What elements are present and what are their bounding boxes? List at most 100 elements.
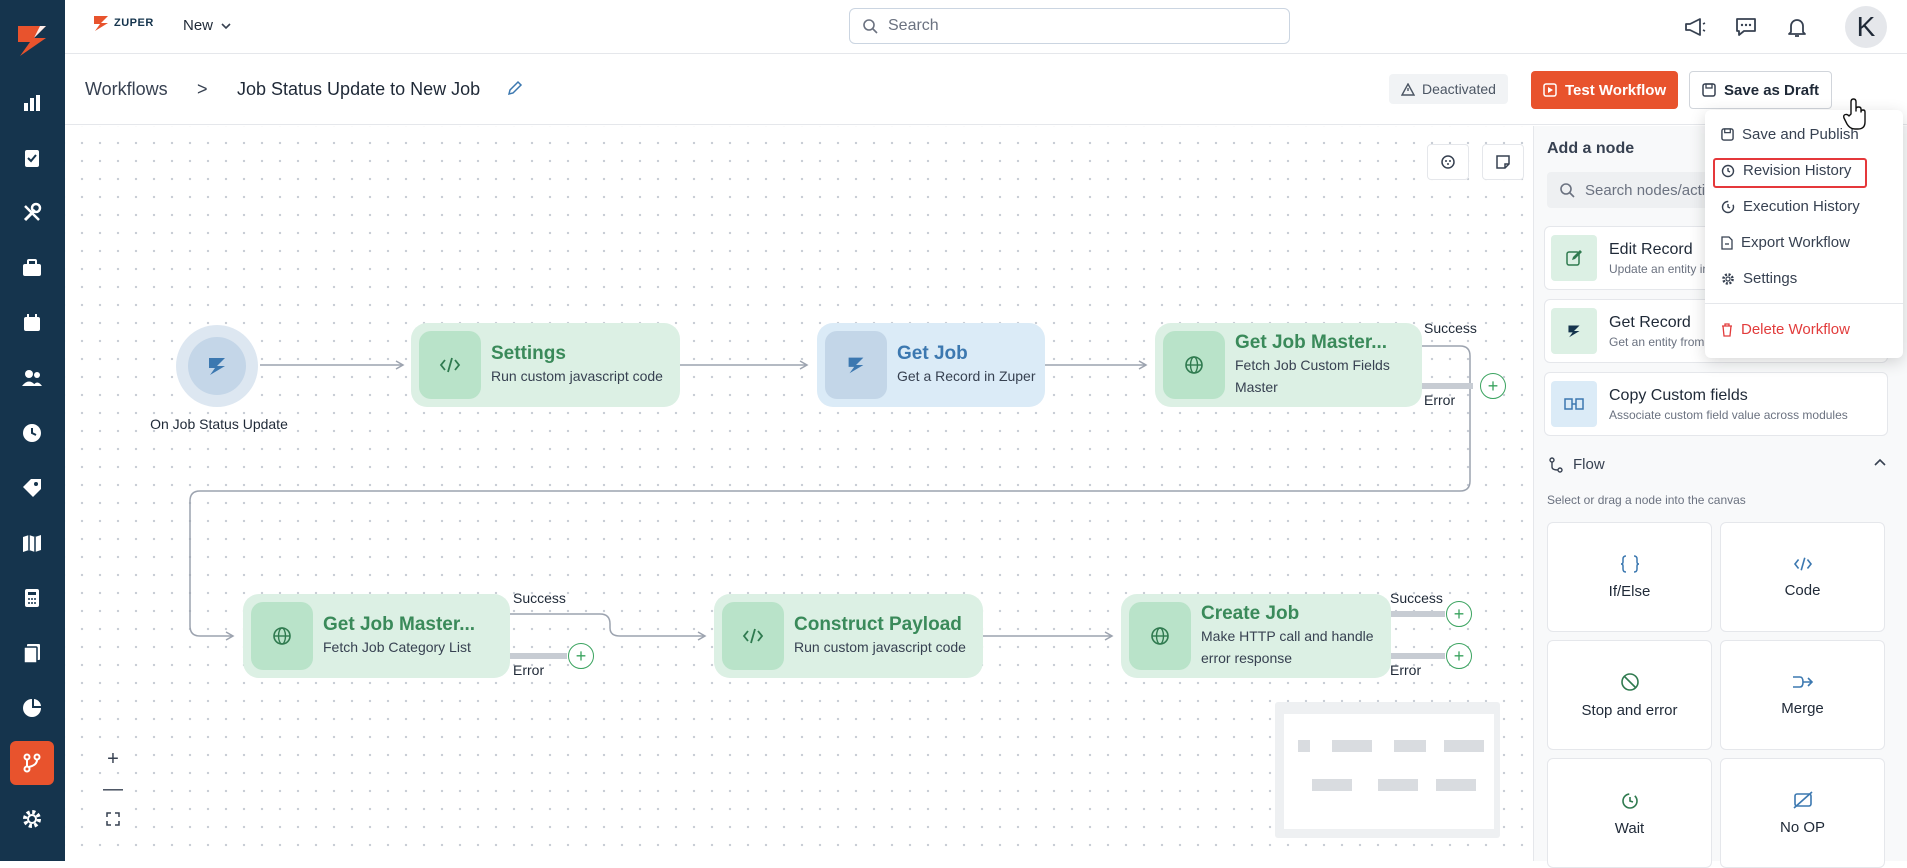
merge-icon xyxy=(1792,675,1813,688)
zoom-controls: + — xyxy=(95,746,131,832)
add-node-plus-icon[interactable]: + xyxy=(1480,373,1506,399)
flow-if-else[interactable]: If/Else xyxy=(1547,522,1712,632)
user-avatar[interactable]: K xyxy=(1845,6,1887,48)
chat-icon[interactable] xyxy=(1732,13,1760,41)
edit-icon xyxy=(1566,250,1582,266)
breadcrumb-workflows[interactable]: Workflows xyxy=(85,79,168,99)
node-subtitle: Make HTTP call and handle error response xyxy=(1201,628,1374,666)
menu-label: Export Workflow xyxy=(1741,234,1850,251)
sticky-note-button[interactable] xyxy=(1482,144,1524,180)
new-dropdown[interactable]: New xyxy=(183,17,231,34)
briefcase-icon[interactable] xyxy=(10,246,54,290)
documents-icon[interactable] xyxy=(10,631,54,675)
global-search[interactable] xyxy=(849,8,1290,44)
trigger-label: On Job Status Update xyxy=(150,416,288,432)
edge-label-error: Error xyxy=(1424,392,1456,408)
reset-view-button[interactable] xyxy=(1427,144,1469,180)
menu-execution-history[interactable]: Execution History xyxy=(1721,198,1860,215)
zuper-icon xyxy=(848,357,864,374)
status-label: Deactivated xyxy=(1422,81,1496,97)
users-icon[interactable] xyxy=(10,356,54,400)
gear-icon xyxy=(1722,272,1734,285)
flow-merge[interactable]: Merge xyxy=(1720,640,1885,750)
megaphone-icon[interactable] xyxy=(1681,13,1709,41)
menu-save-and-publish[interactable]: Save and Publish xyxy=(1721,126,1859,143)
status-badge: Deactivated xyxy=(1389,74,1508,104)
edge-category-payload xyxy=(510,613,705,637)
zoom-out-button[interactable]: — xyxy=(95,776,131,802)
zuper-logo[interactable] xyxy=(10,18,54,62)
menu-label: Settings xyxy=(1743,270,1798,287)
chevron-up-icon[interactable] xyxy=(1874,458,1886,466)
save-icon xyxy=(1721,128,1734,141)
flow-header[interactable]: Flow xyxy=(1548,456,1605,473)
action-title: Edit Record xyxy=(1609,240,1693,258)
node-subtitle: Fetch Job Custom Fields Master xyxy=(1235,357,1390,395)
flow-label: Stop and error xyxy=(1581,701,1678,719)
menu-label: Execution History xyxy=(1743,198,1860,215)
top-bar: ZUPER New K xyxy=(65,0,1907,54)
calendar-icon[interactable] xyxy=(10,301,54,345)
clock-icon[interactable] xyxy=(10,411,54,455)
calculator-icon[interactable] xyxy=(10,576,54,620)
zoom-in-button[interactable]: + xyxy=(95,746,131,772)
workflow-icon[interactable] xyxy=(10,741,54,785)
edge-label-success: Success xyxy=(513,590,566,606)
node-title: Get Job Master... xyxy=(1235,332,1388,353)
panel-title: Add a node xyxy=(1547,140,1635,157)
menu-export-workflow[interactable]: Export Workflow xyxy=(1721,234,1850,251)
add-node-plus-icon[interactable]: + xyxy=(568,643,594,669)
bell-icon[interactable] xyxy=(1783,13,1811,41)
search-icon xyxy=(1560,183,1575,198)
save-as-draft-button[interactable]: Save as Draft xyxy=(1689,71,1833,109)
workflow-header: Workflows > Job Status Update to New Job… xyxy=(65,55,1907,125)
node-get-job-master-fields[interactable]: Get Job Master... Fetch Job Custom Fields… xyxy=(1155,323,1422,407)
fullscreen-icon xyxy=(106,812,120,826)
minimap[interactable] xyxy=(1275,702,1500,838)
node-get-job-master-category[interactable]: Get Job Master...Fetch Job Category List xyxy=(243,594,510,678)
settings-icon[interactable] xyxy=(10,797,54,841)
reports-icon[interactable] xyxy=(10,81,54,125)
flow-wait[interactable]: Wait xyxy=(1547,758,1712,868)
test-workflow-button[interactable]: Test Workflow xyxy=(1531,71,1679,109)
history-icon xyxy=(1721,164,1735,177)
menu-settings[interactable]: Settings xyxy=(1721,270,1797,287)
menu-revision-history[interactable]: Revision History xyxy=(1721,162,1851,179)
brand-logo[interactable]: ZUPER xyxy=(91,13,154,33)
menu-label: Save and Publish xyxy=(1742,126,1859,143)
jobs-icon[interactable] xyxy=(10,136,54,180)
map-icon[interactable] xyxy=(10,521,54,565)
note-icon xyxy=(1496,155,1510,169)
trigger-node[interactable] xyxy=(176,325,258,407)
menu-delete-workflow[interactable]: Delete Workflow xyxy=(1721,321,1850,338)
node-title: Create Job xyxy=(1201,603,1300,624)
flow-label: Code xyxy=(1784,581,1821,599)
pie-chart-icon[interactable] xyxy=(10,686,54,730)
tag-icon[interactable] xyxy=(10,466,54,510)
edge-label-error: Error xyxy=(513,662,545,678)
search-input[interactable] xyxy=(888,17,1268,35)
node-title: Get Job xyxy=(897,343,968,364)
add-node-plus-icon[interactable]: + xyxy=(1446,601,1472,627)
timer-icon xyxy=(1621,792,1638,809)
flow-stop-and-error[interactable]: Stop and error xyxy=(1547,640,1712,750)
flow-code[interactable]: Code xyxy=(1720,522,1885,632)
tools-icon[interactable] xyxy=(10,191,54,235)
edge-label-success: Success xyxy=(1424,320,1477,336)
new-label: New xyxy=(183,17,214,34)
node-subtitle: Fetch Job Category List xyxy=(323,639,471,655)
add-node-plus-icon[interactable]: + xyxy=(1446,643,1472,669)
fit-view-button[interactable] xyxy=(95,806,131,832)
menu-label: Delete Workflow xyxy=(1741,321,1850,338)
trash-icon xyxy=(1722,322,1732,337)
edge-master-wrap xyxy=(189,345,1471,637)
flow-no-op[interactable]: No OP xyxy=(1720,758,1885,868)
pencil-icon[interactable] xyxy=(507,80,523,101)
globe-icon xyxy=(1185,356,1203,374)
